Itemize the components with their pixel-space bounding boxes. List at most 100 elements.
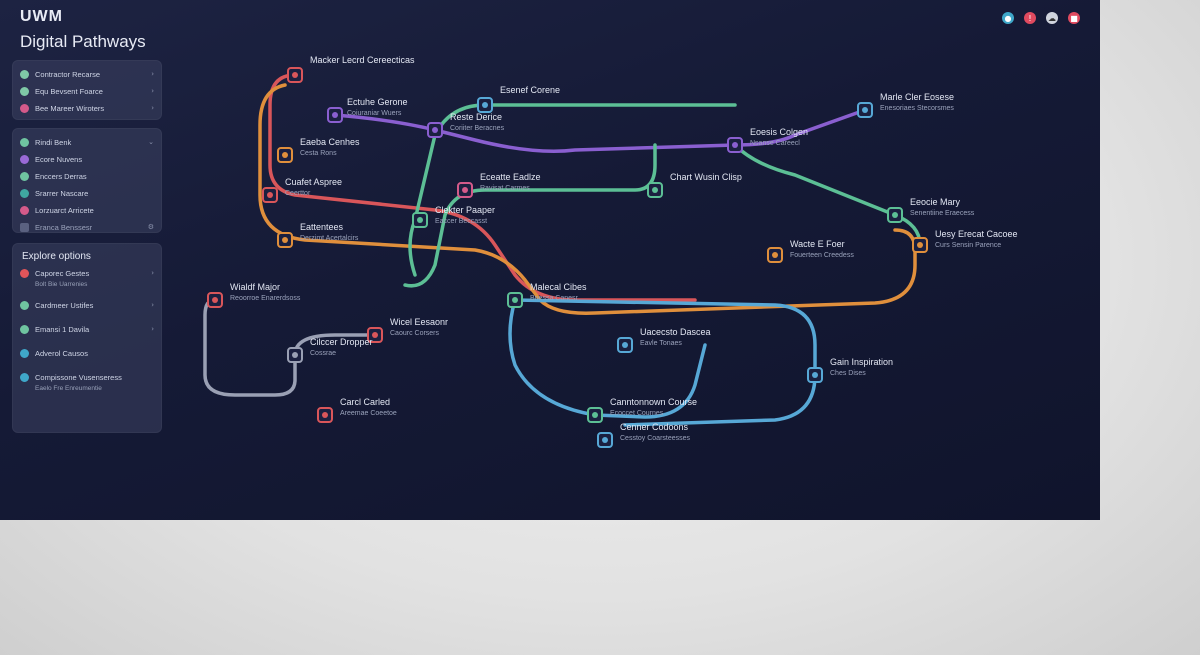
chevron-right-icon: › bbox=[151, 325, 154, 333]
profile-icon[interactable]: ■ bbox=[1068, 12, 1080, 24]
station-dot bbox=[322, 412, 328, 418]
station-dot bbox=[732, 142, 738, 148]
sidebar-mid-item[interactable]: Srarrer Nascare bbox=[20, 186, 154, 200]
station-label: Wacte E Foer bbox=[790, 239, 845, 249]
station-n21[interactable] bbox=[207, 292, 223, 308]
circle-icon bbox=[20, 300, 29, 310]
station-label: Wicel Eesaonr bbox=[390, 317, 448, 327]
chevron-down-icon: ⌄ bbox=[148, 138, 154, 146]
station-label: Eattentees bbox=[300, 222, 344, 232]
circle-icon bbox=[20, 154, 29, 164]
sidebar-top-item[interactable]: Equ Bevsent Foarce › bbox=[20, 84, 154, 98]
alert-icon[interactable]: ! bbox=[1024, 12, 1036, 24]
station-n19[interactable] bbox=[587, 407, 603, 423]
sidebar-mid-panel: Rindi Benk ⌄ Ecore Nuvens Enccers Derras… bbox=[12, 128, 162, 233]
settings-icon: ⚙ bbox=[147, 223, 154, 231]
station-label: Uesy Erecat Cacoee bbox=[935, 229, 1018, 239]
circle-icon bbox=[20, 372, 29, 382]
station-n24[interactable] bbox=[317, 407, 333, 423]
circle-icon bbox=[20, 171, 29, 181]
station-sublabel: Enesoriaes Stecorsmes bbox=[880, 105, 954, 112]
station-n22[interactable] bbox=[367, 327, 383, 343]
station-label: Cuafet Aspree bbox=[285, 177, 342, 187]
station-label: Malecal Cibes bbox=[530, 282, 587, 292]
gray-line bbox=[203, 298, 377, 397]
station-dot bbox=[417, 217, 423, 223]
station-n9[interactable] bbox=[412, 212, 428, 228]
cloud-icon[interactable]: ☁ bbox=[1046, 12, 1058, 24]
sidebar-top-panel: Contractor Recarse › Equ Bevsent Foarce … bbox=[12, 60, 162, 120]
circle-icon bbox=[20, 69, 29, 79]
station-sublabel: Cesstoy Coarsteesses bbox=[620, 435, 691, 442]
explore-item[interactable]: Cardmeer Ustifes › bbox=[20, 298, 154, 312]
station-sublabel: Cesta Rons bbox=[300, 150, 337, 157]
sidebar-mid-item[interactable]: Rindi Benk ⌄ bbox=[20, 135, 154, 149]
explore-item[interactable]: Emansi 1 Davila › bbox=[20, 322, 154, 336]
sidebar-mid-item[interactable]: Ecore Nuvens bbox=[20, 152, 154, 166]
station-n23[interactable] bbox=[287, 347, 303, 363]
top-toolbar: ● ! ☁ ■ bbox=[1002, 12, 1080, 24]
station-sublabel: Cossrae bbox=[310, 350, 336, 357]
station-n13[interactable] bbox=[912, 237, 928, 253]
station-sublabel: Fouerteen Creedess bbox=[790, 252, 854, 259]
station-n15[interactable] bbox=[647, 182, 663, 198]
station-sublabel: Eaccer Beccasst bbox=[435, 218, 487, 225]
station-n4[interactable] bbox=[262, 187, 278, 203]
station-dot bbox=[602, 437, 608, 443]
station-label: Chart Wusin Clisp bbox=[670, 172, 742, 182]
station-n12[interactable] bbox=[887, 207, 903, 223]
circle-icon bbox=[20, 137, 29, 147]
station-n20[interactable] bbox=[597, 432, 613, 448]
purple-line bbox=[333, 108, 867, 153]
sidebar-mid-item[interactable]: Enccers Derras bbox=[20, 169, 154, 183]
station-n6[interactable] bbox=[427, 122, 443, 138]
circle-icon bbox=[20, 188, 29, 198]
station-sublabel: Eavle Tonaes bbox=[640, 340, 682, 347]
station-sublabel: Areemae Coeetoe bbox=[340, 410, 397, 417]
station-n2[interactable] bbox=[327, 107, 343, 123]
station-dot bbox=[652, 187, 658, 193]
brand-logo: UWM bbox=[20, 8, 63, 25]
station-n10[interactable] bbox=[727, 137, 743, 153]
station-sublabel: Reoorroe Enarerdsoss bbox=[230, 295, 301, 302]
station-sublabel: Bnessa Canesr bbox=[530, 295, 579, 302]
station-dot bbox=[267, 192, 273, 198]
station-label: Wialdf Major bbox=[230, 282, 280, 292]
chevron-right-icon: › bbox=[151, 301, 154, 309]
station-label: Cenner Codoons bbox=[620, 422, 689, 432]
station-label: Cilccer Dropper bbox=[310, 337, 373, 347]
station-n11[interactable] bbox=[857, 102, 873, 118]
station-n17[interactable] bbox=[617, 337, 633, 353]
station-sublabel: Nsanse Careecl bbox=[750, 140, 800, 147]
station-n3[interactable] bbox=[277, 147, 293, 163]
station-n1[interactable] bbox=[287, 67, 303, 83]
station-label: Esenef Corene bbox=[500, 85, 560, 95]
sidebar-top-item[interactable]: Bee Mareer Wiroters › bbox=[20, 101, 154, 115]
explore-item[interactable]: Adverol Causos bbox=[20, 346, 154, 360]
station-sublabel: Coriiter Beracnes bbox=[450, 125, 505, 132]
sidebar-mid-item[interactable]: Lorzuarct Arricete bbox=[20, 203, 154, 217]
station-dot bbox=[432, 127, 438, 133]
station-sublabel: Ravisat Carmes bbox=[480, 185, 530, 192]
station-n18[interactable] bbox=[807, 367, 823, 383]
station-n5[interactable] bbox=[277, 232, 293, 248]
notification-icon[interactable]: ● bbox=[1002, 12, 1014, 24]
explore-item[interactable]: Compissone Vusenseress bbox=[20, 370, 154, 384]
station-sublabel: Caourc Corsers bbox=[390, 330, 440, 337]
station-n14[interactable] bbox=[767, 247, 783, 263]
station-label: Eoesis Colgen bbox=[750, 127, 808, 137]
triangle-icon bbox=[20, 348, 29, 358]
station-dot bbox=[812, 372, 818, 378]
station-dot bbox=[917, 242, 923, 248]
sidebar-mid-footer[interactable]: Eranca Benssesr ⚙ bbox=[20, 220, 154, 234]
sidebar-top-item[interactable]: Contractor Recarse › bbox=[20, 67, 154, 81]
station-n7[interactable] bbox=[477, 97, 493, 113]
explore-item[interactable]: Caporec Gestes › bbox=[20, 266, 154, 280]
station-dot bbox=[212, 297, 218, 303]
station-n8[interactable] bbox=[457, 182, 473, 198]
station-n16[interactable] bbox=[507, 292, 523, 308]
circle-icon bbox=[20, 103, 29, 113]
station-dot bbox=[462, 187, 468, 193]
circle-icon bbox=[20, 268, 29, 278]
